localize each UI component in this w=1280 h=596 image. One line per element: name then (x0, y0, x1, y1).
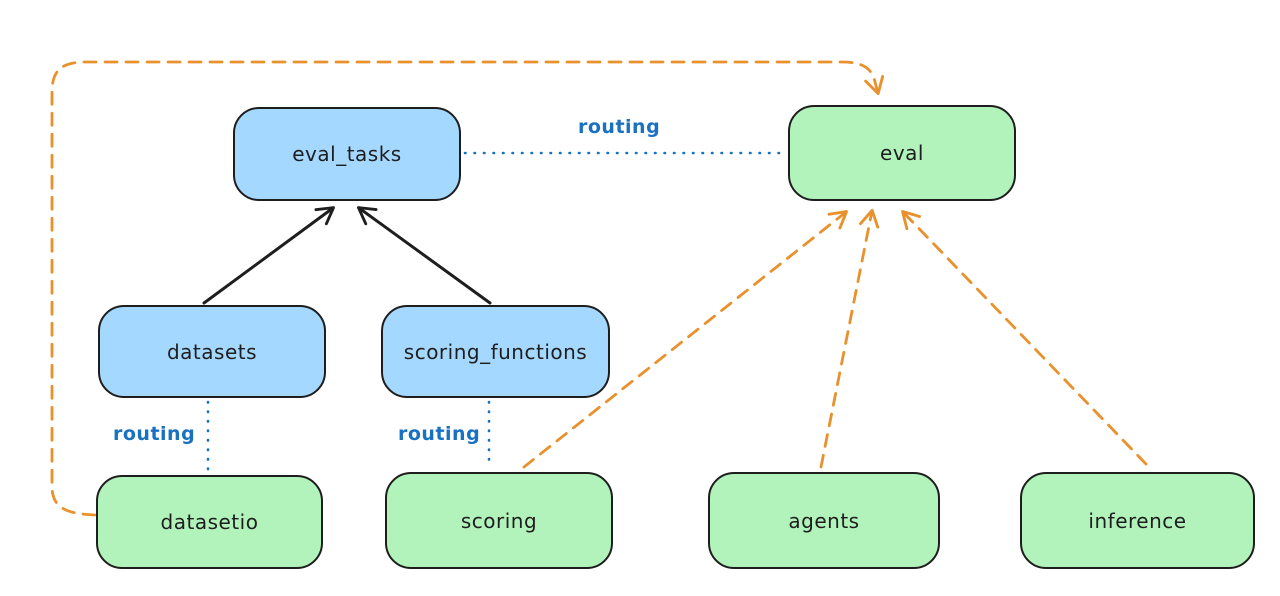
node-datasets-label: datasets (166, 339, 258, 364)
node-scoring-label: scoring (460, 508, 538, 533)
routing-label-eval-tasks-eval: routing (578, 116, 661, 138)
edge-datasets-to-eval-tasks (202, 206, 335, 305)
node-scoring-functions-label: scoring_functions (403, 339, 588, 364)
node-agents: agents (708, 472, 940, 569)
node-scoring: scoring (385, 472, 613, 569)
node-scoring-functions: scoring_functions (381, 305, 610, 398)
node-eval-tasks-label: eval_tasks (292, 142, 402, 166)
node-datasetio-label: datasetio (160, 510, 259, 534)
node-eval-label: eval (880, 141, 924, 165)
node-datasetio: datasetio (96, 475, 323, 569)
node-inference-label: inference (1088, 508, 1187, 533)
node-datasets: datasets (98, 305, 326, 398)
node-inference: inference (1020, 472, 1255, 569)
node-agents-label: agents (788, 508, 860, 533)
node-eval: eval (788, 105, 1016, 201)
routing-label-datasets-datasetio: routing (113, 423, 196, 445)
edge-inference-to-eval (901, 210, 1148, 466)
edge-agents-to-eval (819, 208, 880, 469)
node-eval-tasks: eval_tasks (233, 107, 461, 201)
routing-label-scoring-functions-scoring: routing (398, 423, 481, 445)
edge-scoring-functions-to-eval-tasks (357, 206, 492, 305)
edge-datasetio-to-eval-loop (50, 60, 885, 517)
